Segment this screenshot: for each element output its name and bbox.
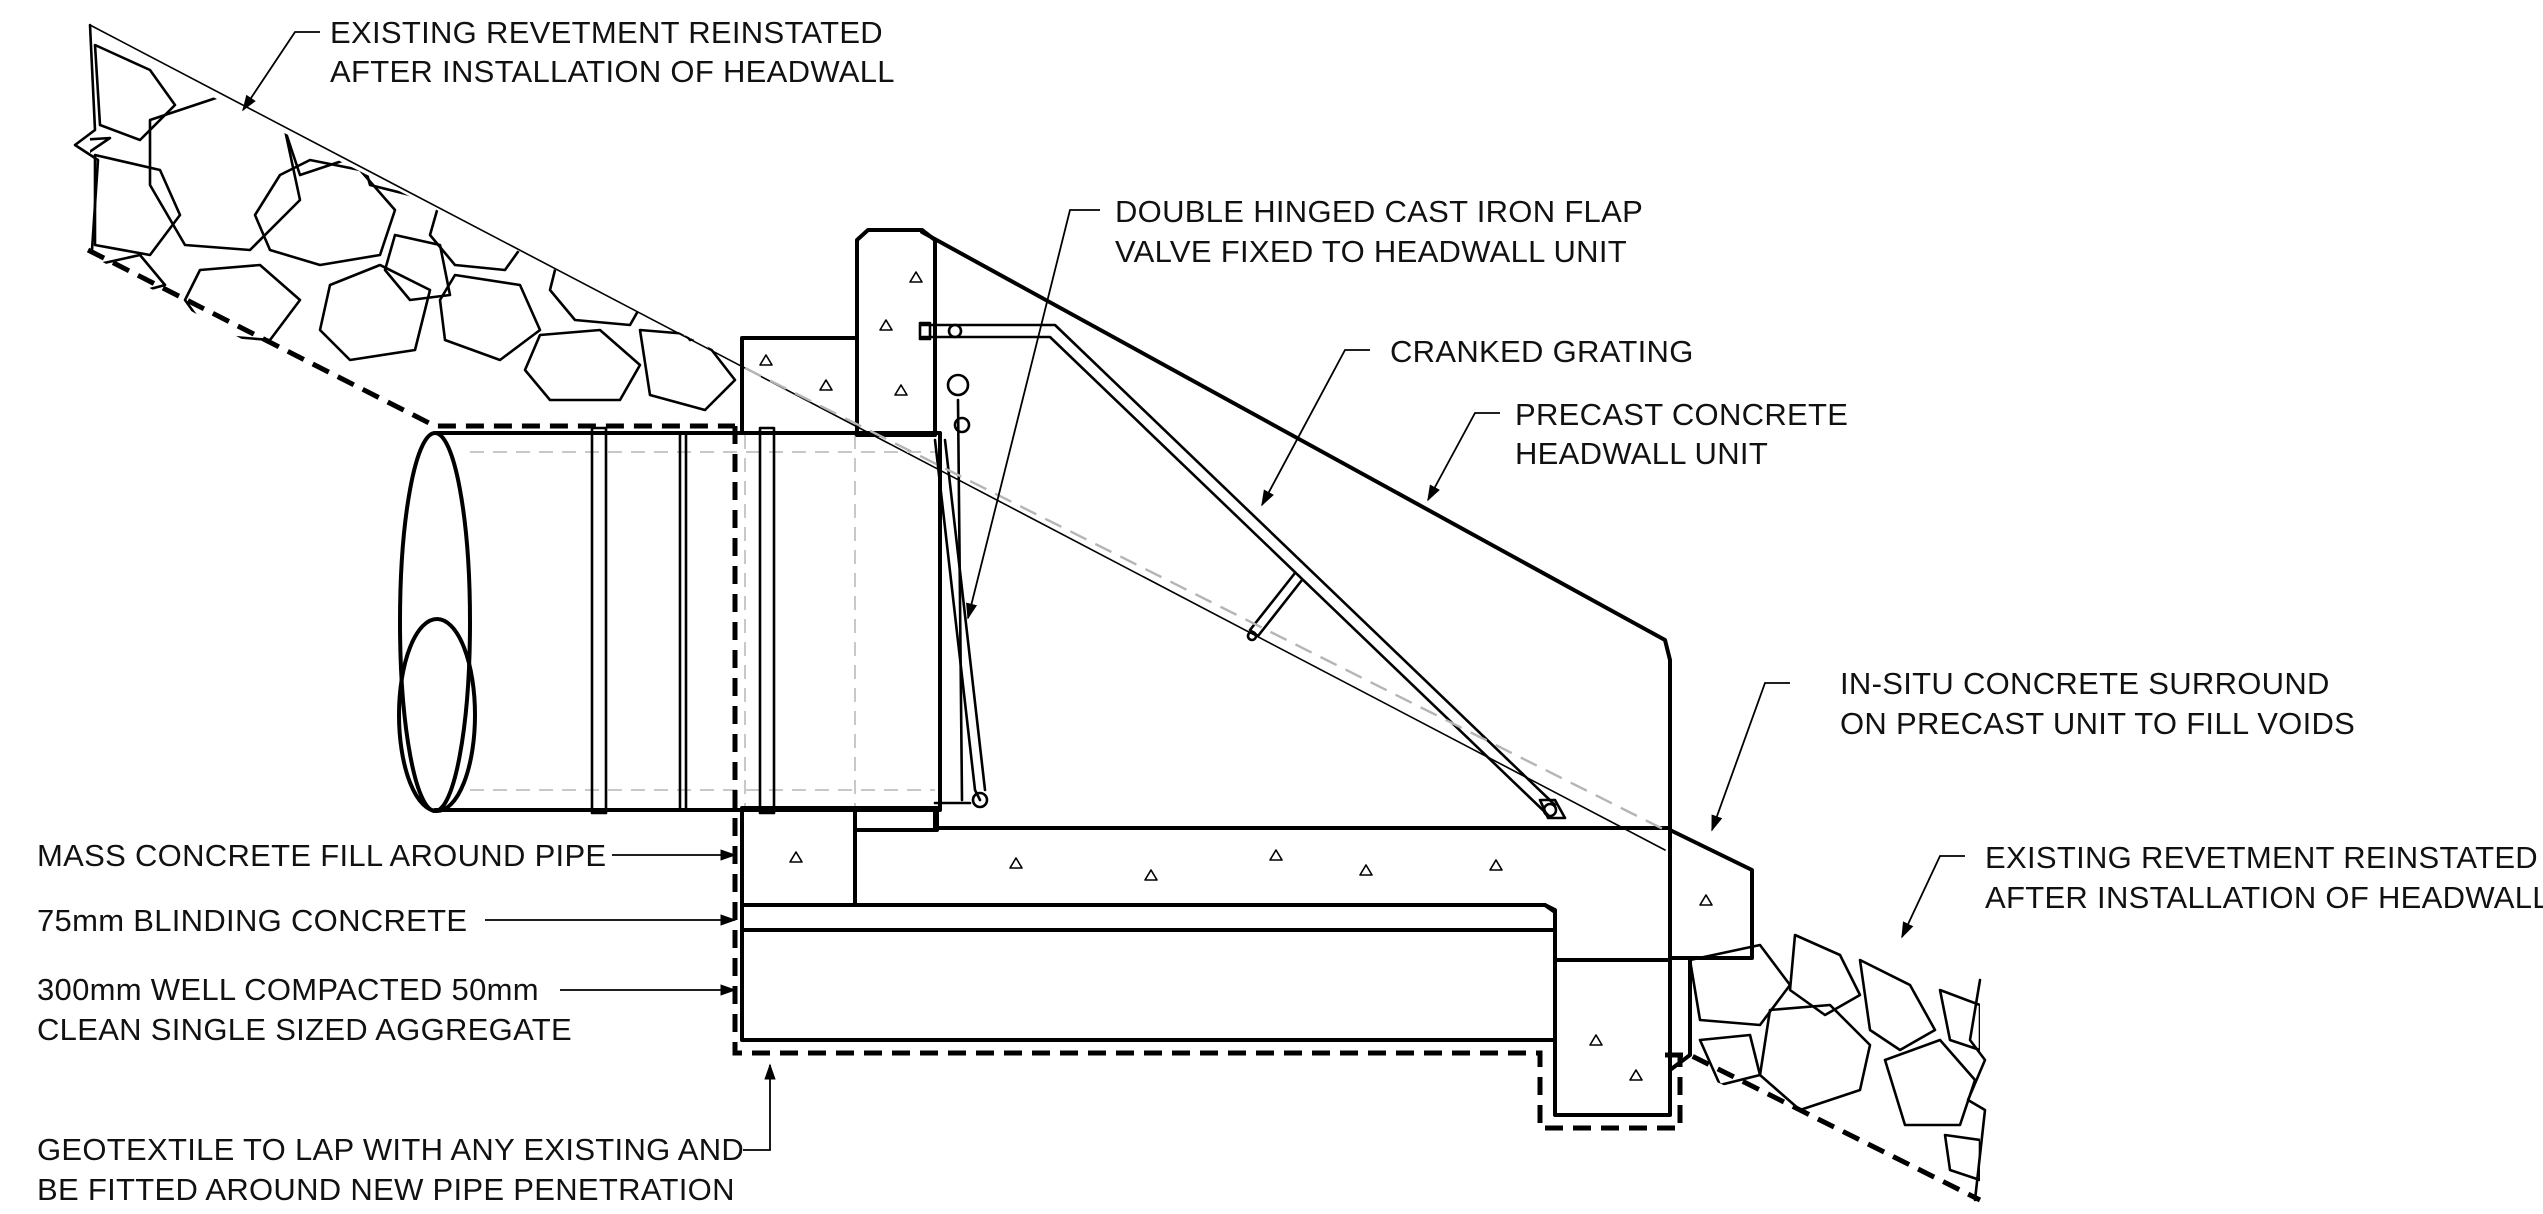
label-geotextile-1: GEOTEXTILE TO LAP WITH ANY EXISTING AND — [37, 1132, 744, 1167]
label-aggregate-2: CLEAN SINGLE SIZED AGGREGATE — [37, 1012, 572, 1047]
blinding-concrete — [740, 903, 1557, 932]
label-insitu-2: ON PRECAST UNIT TO FILL VOIDS — [1840, 706, 2355, 741]
leaders — [242, 31, 1965, 1151]
label-revetment-bottom-2: AFTER INSTALLATION OF HEADWALL — [1985, 880, 2543, 915]
original-ground-line — [744, 366, 1666, 832]
aggregate-layer — [740, 928, 1557, 1042]
flap-valve — [933, 373, 989, 809]
label-precast-1: PRECAST CONCRETE — [1515, 397, 1848, 432]
label-precast-2: HEADWALL UNIT — [1515, 436, 1768, 471]
outfall-pipe — [397, 426, 942, 815]
label-revetment-top-2: AFTER INSTALLATION OF HEADWALL — [330, 54, 895, 89]
label-flap-valve-1: DOUBLE HINGED CAST IRON FLAP — [1115, 194, 1643, 229]
label-flap-valve-2: VALVE FIXED TO HEADWALL UNIT — [1115, 234, 1627, 269]
revetment-left — [73, 23, 1666, 851]
label-revetment-top-1: EXISTING REVETMENT REINSTATED — [330, 15, 883, 50]
label-cranked-grating: CRANKED GRATING — [1390, 334, 1694, 369]
geotextile-line — [732, 426, 1683, 1131]
label-blinding: 75mm BLINDING CONCRETE — [37, 903, 467, 938]
cranked-grating — [918, 321, 1567, 820]
label-insitu-1: IN-SITU CONCRETE SURROUND — [1840, 666, 2330, 701]
label-geotextile-2: BE FITTED AROUND NEW PIPE PENETRATION — [37, 1172, 735, 1207]
label-aggregate-1: 300mm WELL COMPACTED 50mm — [37, 972, 539, 1007]
revetment-right — [1665, 933, 1987, 1203]
label-revetment-bottom-1: EXISTING REVETMENT REINSTATED — [1985, 840, 2538, 875]
label-mass-concrete: MASS CONCRETE FILL AROUND PIPE — [37, 838, 606, 873]
